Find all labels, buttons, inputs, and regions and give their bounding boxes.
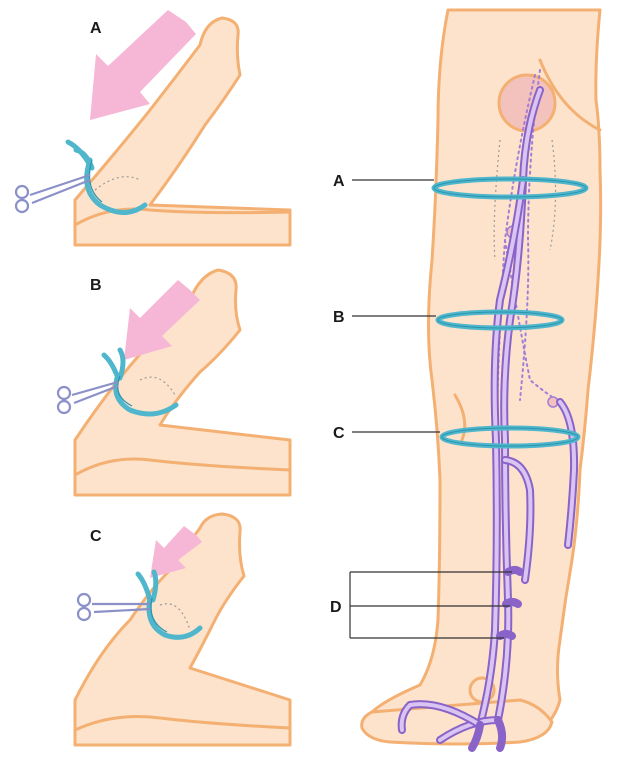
panel-a-label: A <box>90 20 102 37</box>
main-label-d: D <box>330 599 342 616</box>
main-leg-outline <box>370 10 601 741</box>
main-label-c: C <box>333 425 345 442</box>
panel-b-tourniquet-ends <box>104 350 123 378</box>
panel-b: B <box>58 270 290 495</box>
panel-b-label: B <box>90 277 102 294</box>
main-leg-illustration <box>362 10 601 748</box>
tributary-2 <box>506 602 518 604</box>
main-label-a: A <box>333 173 345 190</box>
main-label-b: B <box>333 309 345 326</box>
panel-a-tourniquet-ends <box>68 142 92 168</box>
tributary-3 <box>500 634 512 636</box>
foot-vein-3 <box>498 720 502 748</box>
panel-c-label: C <box>90 528 102 545</box>
panel-a: A <box>16 10 290 245</box>
panel-c-tourniquet-ends <box>138 572 156 600</box>
panel-c: C <box>75 514 290 745</box>
